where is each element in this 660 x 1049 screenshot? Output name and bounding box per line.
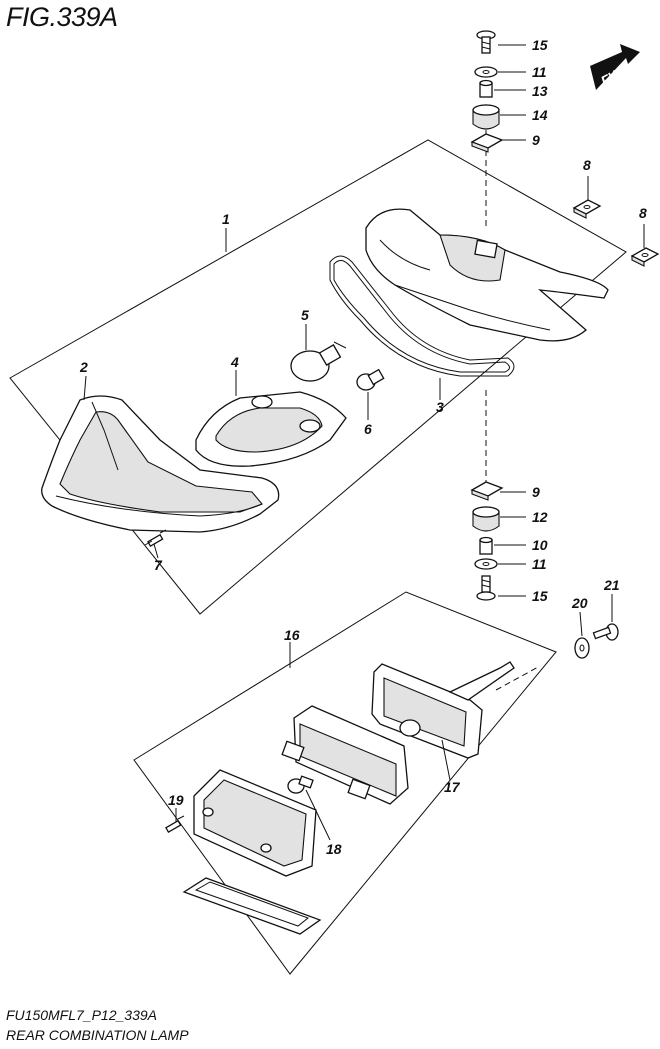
fwd-arrow-icon: FWD	[590, 44, 640, 90]
callout-4: 4	[230, 354, 239, 370]
screw-7	[144, 529, 167, 547]
nut-8-b	[630, 247, 660, 267]
gasket-3-inner	[333, 260, 510, 373]
screw-15-upper	[476, 30, 496, 54]
nut-8-a	[572, 199, 602, 219]
callout-20: 20	[571, 595, 588, 611]
license-lamp-lens	[193, 769, 317, 877]
bulb-18	[287, 775, 314, 794]
callout-10: 10	[532, 537, 548, 553]
callout-11-lower: 11	[532, 556, 547, 572]
screw-21	[592, 623, 619, 641]
callout-5: 5	[301, 307, 309, 323]
collar-10	[479, 536, 493, 555]
lens-cover-strip	[182, 877, 322, 935]
callout-8-a: 8	[583, 157, 591, 173]
cushion-12	[472, 506, 500, 532]
callout-9-lower: 9	[532, 484, 540, 500]
bulb-6	[356, 368, 385, 391]
lamp-housing	[365, 208, 609, 342]
callout-19: 19	[168, 792, 184, 808]
mount-axis-license	[495, 665, 541, 691]
callout-2: 2	[79, 359, 88, 375]
callout-18: 18	[326, 841, 342, 857]
callout-21: 21	[603, 577, 620, 593]
callout-6: 6	[364, 421, 372, 437]
nut-9-upper	[470, 133, 504, 153]
callout-14: 14	[532, 107, 548, 123]
gasket-3	[329, 255, 515, 377]
model-code: FU150MFL7_P12_339A	[6, 1007, 157, 1023]
washer-11-lower	[474, 558, 498, 570]
collar-13	[479, 79, 493, 98]
callout-13: 13	[532, 83, 548, 99]
lens-cover-strip-inner	[194, 881, 310, 927]
license-lamp-plate-17	[371, 661, 515, 759]
callout-labels: 15 11 13 14 9 8 8 1 5 4 2 3 6 9 12 10 11…	[79, 37, 647, 857]
washer-11-upper	[474, 66, 498, 78]
assembly-name: REAR COMBINATION LAMP	[6, 1027, 189, 1043]
leader-lines	[83, 44, 645, 841]
lens-2	[41, 395, 280, 533]
bulb-5	[290, 341, 347, 382]
callout-15-lower: 15	[532, 588, 548, 604]
cushion-14	[472, 104, 500, 130]
callout-3: 3	[436, 399, 444, 415]
license-lamp-housing	[281, 705, 409, 805]
screw-15-lower	[476, 575, 496, 601]
callout-12: 12	[532, 509, 548, 525]
callout-17: 17	[444, 779, 461, 795]
callout-8-b: 8	[639, 205, 647, 221]
assembly-outline-1	[9, 139, 627, 615]
callout-9-upper: 9	[532, 132, 540, 148]
screw-19	[165, 815, 185, 833]
callout-15-upper: 15	[532, 37, 548, 53]
callout-1: 1	[222, 211, 230, 227]
callout-7: 7	[154, 557, 163, 573]
reflector-4	[195, 391, 347, 467]
callout-11-upper: 11	[532, 64, 547, 80]
washer-20	[574, 637, 590, 659]
figure-title: FIG.339A	[6, 2, 118, 32]
nut-9-lower	[470, 481, 504, 501]
callout-16: 16	[284, 627, 300, 643]
